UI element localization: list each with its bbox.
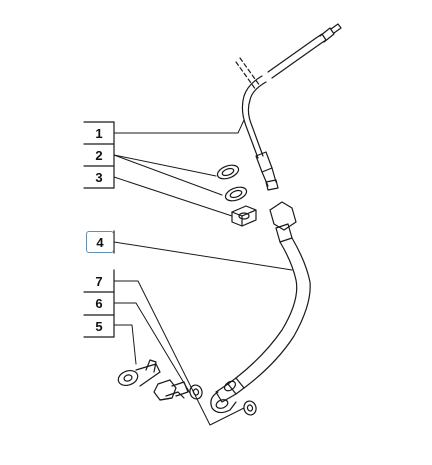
callout-3[interactable]: 3 [95, 169, 103, 185]
leader-5 [113, 324, 137, 365]
leader-6 [113, 302, 191, 394]
leader-4 [113, 241, 293, 271]
callout-7[interactable]: 7 [95, 273, 103, 289]
leader-1 [113, 119, 245, 134]
callout-2[interactable]: 2 [95, 147, 103, 163]
part-6-bolt [153, 379, 189, 401]
part-7-washers [189, 384, 257, 416]
callout-6[interactable]: 6 [95, 295, 103, 311]
leader-2b [113, 154, 223, 196]
leader-3 [113, 176, 233, 217]
callout-4-selected[interactable]: 4 [86, 231, 114, 253]
callout-5[interactable]: 5 [95, 318, 103, 334]
leader-2a [113, 154, 217, 177]
part-2-washers [216, 164, 248, 202]
leader-lines [113, 119, 293, 426]
leader-7 [113, 280, 245, 426]
part-3-nut [231, 205, 257, 227]
part-4-flexible-hose [210, 201, 311, 414]
part-1-rigid-pipe [235, 23, 342, 191]
callout-1[interactable]: 1 [95, 125, 103, 141]
part-5-clamp [117, 359, 161, 387]
